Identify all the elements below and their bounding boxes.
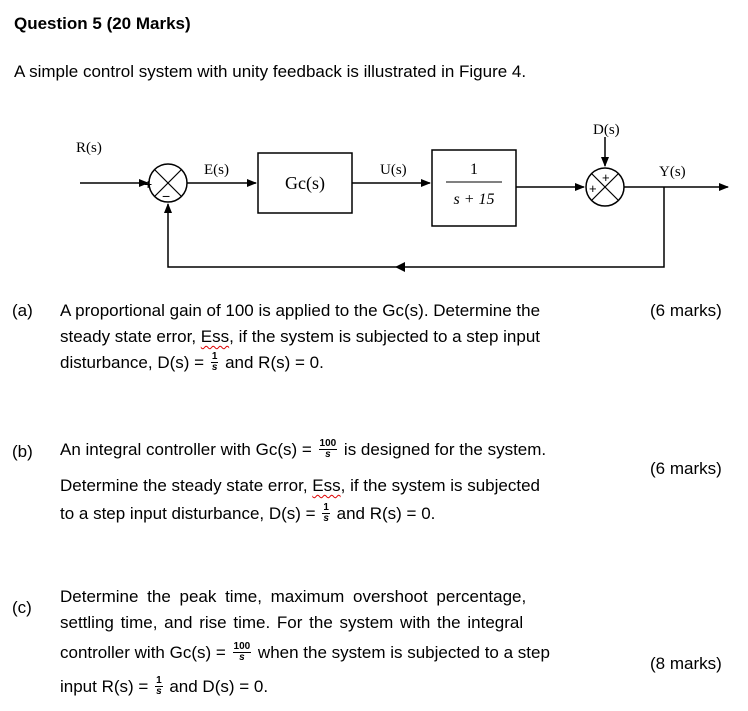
input-label: R(s) — [76, 140, 102, 156]
question-intro: A simple control system with unity feedb… — [14, 62, 527, 81]
part-a-label: (a) — [12, 301, 33, 320]
ess-term: Ess — [200, 327, 230, 346]
part-a-text: A proportional gain of 100 is applied to… — [60, 298, 540, 376]
sum1-plus-sign: + — [144, 176, 152, 192]
part-a-line2: steady state error, Ess, if the system i… — [60, 327, 541, 346]
part-a-marks: (6 marks) — [650, 301, 722, 320]
part-b-label: (b) — [12, 442, 33, 461]
part-c-marks: (8 marks) — [650, 654, 722, 673]
block-diagram: R(s) + − E(s) Gc(s) U(s) 1 s + 15 D(s) +… — [76, 122, 729, 272]
plant-block — [431, 149, 517, 227]
part-c-line1: Determine the peak time, maximum oversho… — [60, 587, 527, 606]
summing-junction-1: + − — [144, 163, 188, 204]
part-c-line2: settling time, and rise time. For the sy… — [60, 613, 524, 632]
part-b-marks: (6 marks) — [650, 459, 722, 478]
sum1-minus-sign: − — [162, 188, 170, 204]
part-c-text: Determine the peak time, maximum oversho… — [60, 584, 550, 704]
part-a-line1: A proportional gain of 100 is applied to… — [60, 301, 541, 320]
part-b-line2: Determine the steady state error, Ess, i… — [60, 476, 541, 495]
part-c-label: (c) — [12, 598, 32, 617]
feedback-path — [164, 187, 665, 268]
question-title: Question 5 (20 Marks) — [14, 14, 191, 33]
sum2-plus-top: + — [602, 170, 610, 185]
plant-denominator: s + 15 — [453, 191, 494, 208]
controller-label: Gc(s) — [285, 173, 325, 194]
controller-block — [257, 152, 353, 214]
feedback-direction-arrow — [395, 262, 405, 272]
disturbance-label: D(s) — [593, 122, 620, 138]
error-label: E(s) — [204, 162, 229, 178]
ess-term: Ess — [312, 476, 341, 495]
plant-numerator: 1 — [470, 161, 478, 178]
summing-junction-2: + + — [585, 167, 625, 207]
control-label: U(s) — [380, 162, 407, 178]
sum2-plus-left: + — [589, 181, 597, 196]
output-label: Y(s) — [659, 164, 686, 180]
